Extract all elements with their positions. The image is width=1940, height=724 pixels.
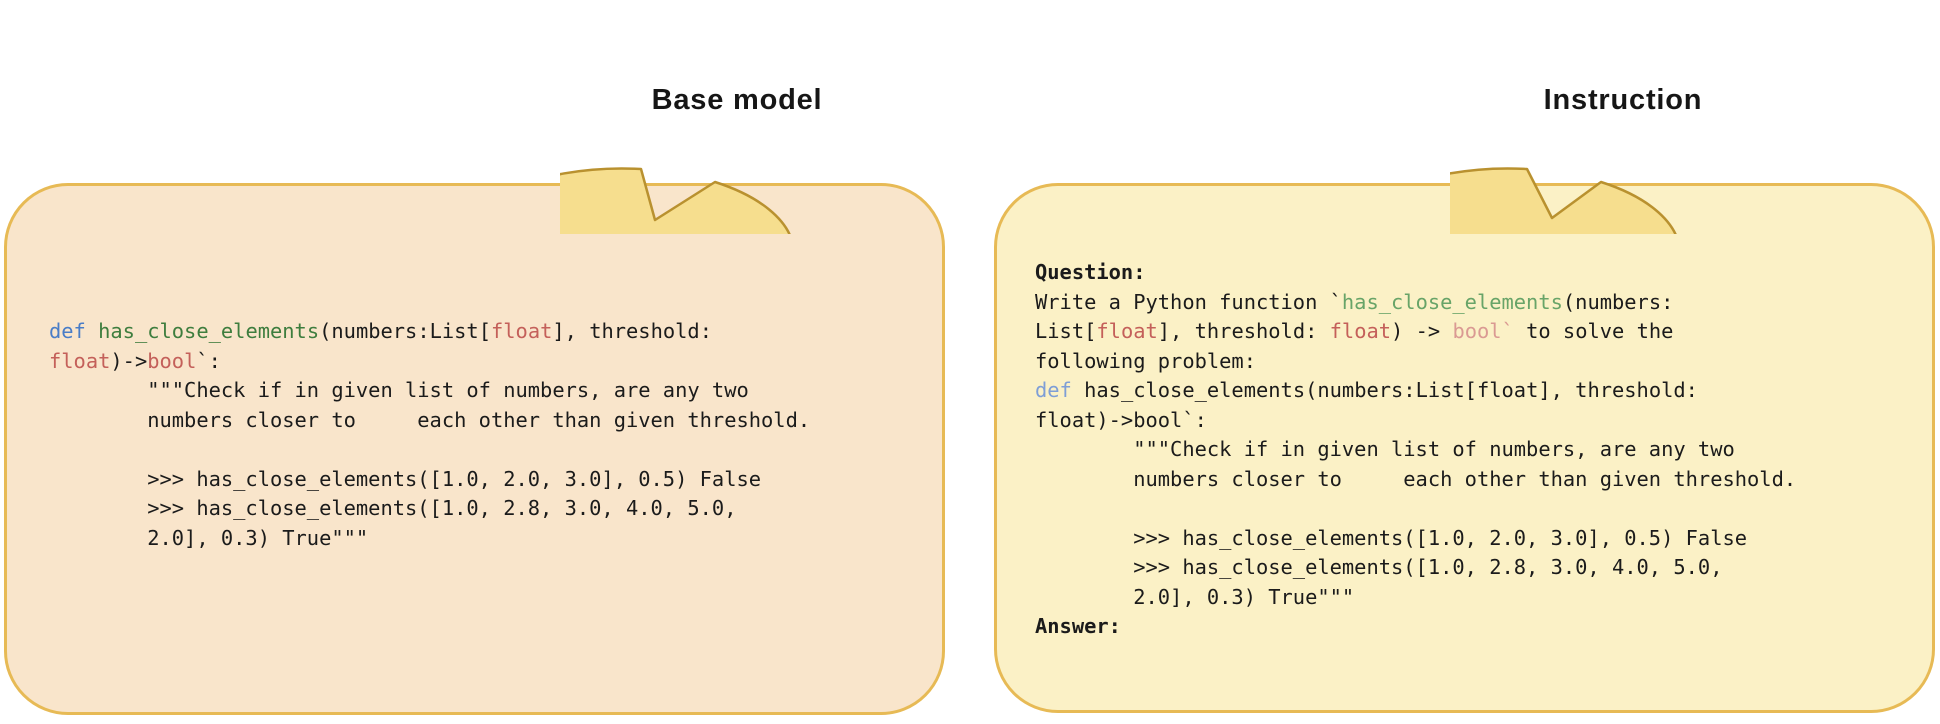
base-model-callout-bubble: Base model <box>560 6 920 234</box>
base-model-label: Base model <box>651 84 823 116</box>
code-line <box>49 435 810 465</box>
code-line: numbers closer to each other than given … <box>49 407 811 432</box>
code-line: Question: <box>1035 260 1146 284</box>
code-line: def has_close_elements(numbers:List[floa… <box>1035 378 1698 402</box>
code-line: 2.0], 0.3) True""" <box>49 525 369 550</box>
instruction-label: Instruction <box>1543 84 1703 116</box>
speech-bubble-shape <box>560 167 791 234</box>
code-line: List[float], threshold: float) -> bool` … <box>1035 319 1674 343</box>
code-line: """Check if in given list of numbers, ar… <box>49 378 749 402</box>
code-line <box>1035 494 1796 524</box>
code-line: >>> has_close_elements([1.0, 2.8, 3.0, 4… <box>49 496 737 520</box>
base-model-panel: def has_close_elements(numbers:List[floa… <box>4 183 945 715</box>
code-line: float)->bool`: <box>49 348 221 373</box>
code-line: 2.0], 0.3) True""" <box>1035 584 1355 609</box>
code-line: >>> has_close_elements([1.0, 2.0, 3.0], … <box>1035 525 1748 550</box>
code-line: following problem: <box>1035 348 1256 373</box>
code-line: """Check if in given list of numbers, ar… <box>1035 437 1735 461</box>
code-line: Answer: <box>1035 614 1121 638</box>
code-line: Write a Python function `has_close_eleme… <box>1035 289 1674 314</box>
base-model-code-block: def has_close_elements(numbers:List[floa… <box>49 317 810 553</box>
instruction-callout-bubble: Instruction <box>1450 6 1810 234</box>
code-line: def has_close_elements(numbers:List[floa… <box>49 319 712 343</box>
instruction-panel: Question: Write a Python function `has_cl… <box>994 183 1935 713</box>
code-line: >>> has_close_elements([1.0, 2.0, 3.0], … <box>49 466 762 491</box>
instruction-prompt-block: Question: Write a Python function `has_cl… <box>1035 258 1796 642</box>
code-line: >>> has_close_elements([1.0, 2.8, 3.0, 4… <box>1035 555 1723 579</box>
code-line: float)->bool`: <box>1035 407 1207 432</box>
code-line: numbers closer to each other than given … <box>1035 466 1797 491</box>
speech-bubble-shape <box>1450 167 1677 234</box>
